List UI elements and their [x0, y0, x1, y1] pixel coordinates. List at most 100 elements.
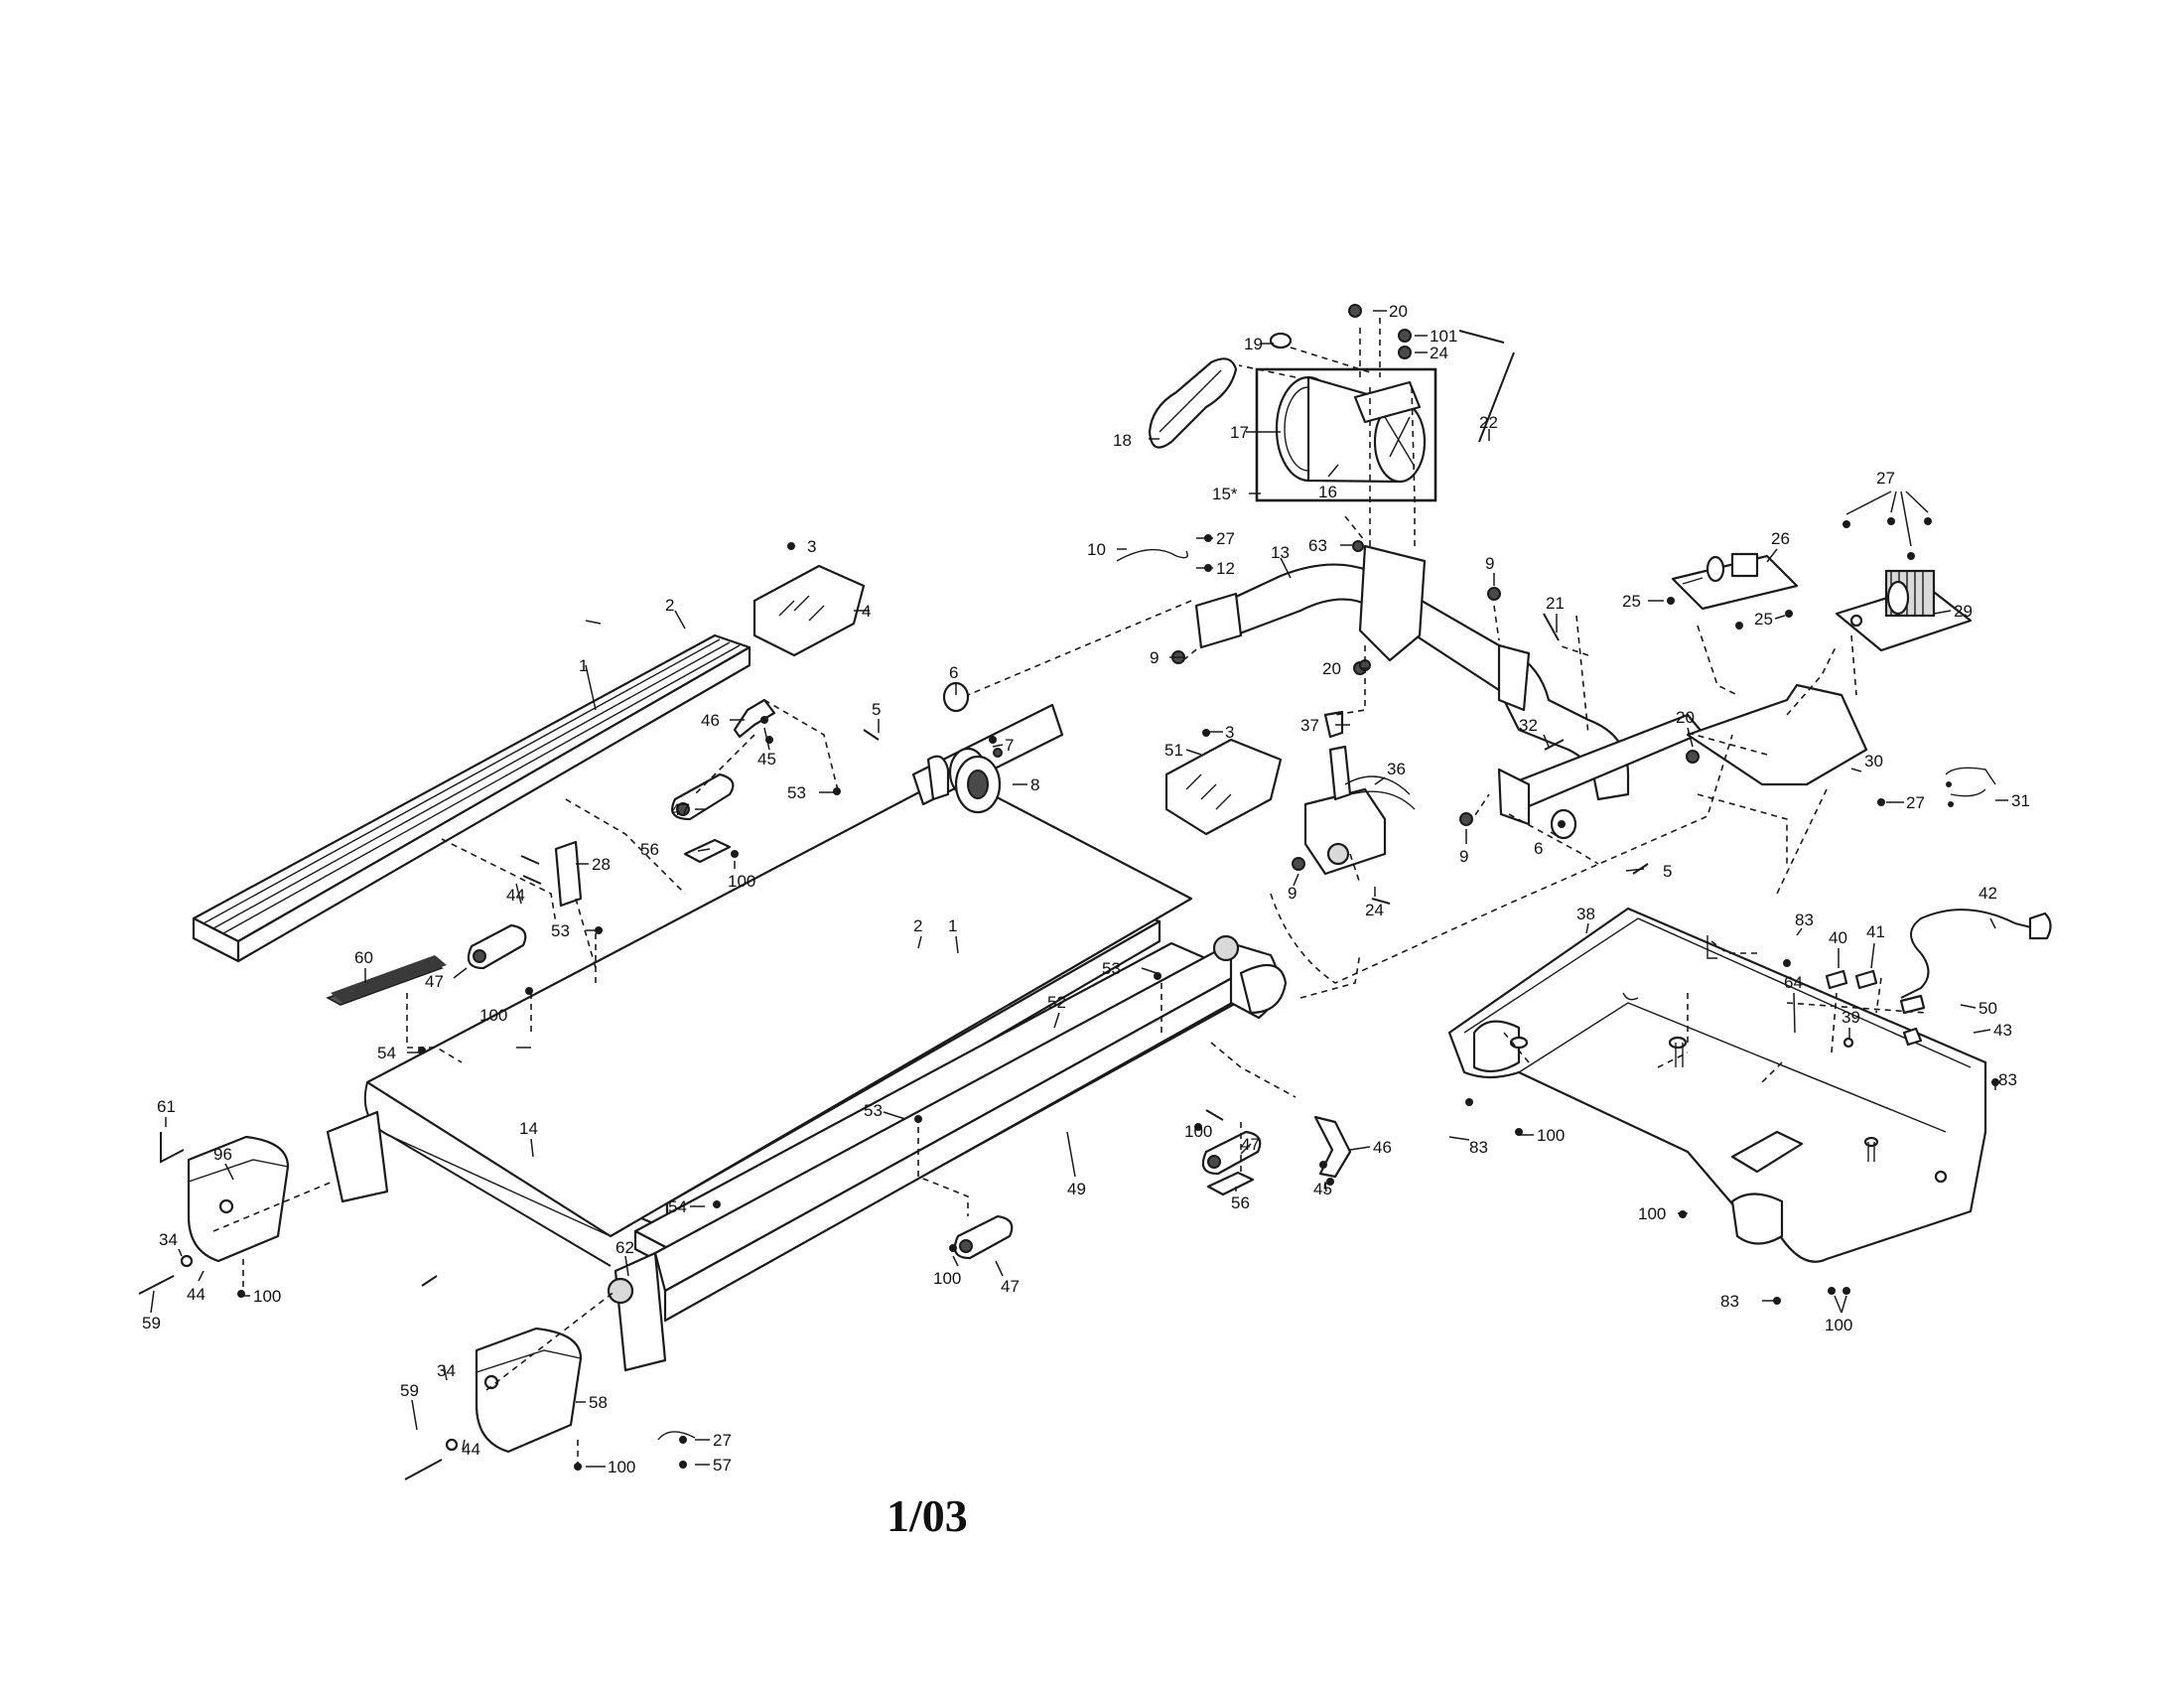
power-cord-42 — [1900, 909, 2052, 999]
callout-labels: 3 4 2 1 20 19 101 24 18 17 22 16 15* 10 … — [142, 302, 2030, 1476]
callout-101: 101 — [1430, 327, 1457, 346]
callout-46: 46 — [1373, 1138, 1392, 1157]
callout-28: 28 — [592, 855, 611, 874]
callout-96: 96 — [213, 1145, 232, 1164]
incline-motor — [1303, 710, 1416, 876]
callout-83: 83 — [1998, 1070, 2017, 1089]
hood-bracket-51 — [1164, 738, 1283, 836]
callout-42: 42 — [1979, 884, 1997, 903]
callout-36: 36 — [1387, 760, 1406, 778]
wire-10 — [1116, 548, 1188, 562]
callout-58: 58 — [589, 1393, 608, 1412]
callout-54: 54 — [377, 1044, 396, 1062]
treadmill-frame — [326, 934, 1288, 1372]
callout-51: 51 — [1164, 741, 1183, 760]
callout-100: 100 — [253, 1287, 281, 1306]
callout-44: 44 — [462, 1440, 480, 1459]
callout-20: 20 — [1676, 708, 1695, 727]
callout-53: 53 — [551, 921, 570, 940]
base-tray — [1447, 907, 1987, 1263]
callout-25: 25 — [1622, 592, 1641, 611]
callout-19: 19 — [1244, 335, 1263, 353]
callout-9: 9 — [1150, 648, 1159, 667]
callout-45: 45 — [1313, 1180, 1332, 1198]
hood-bracket-4 — [752, 564, 866, 657]
callout-17: 17 — [1230, 423, 1249, 442]
callout-15: 15* — [1212, 485, 1238, 503]
callout-47: 47 — [1001, 1277, 1020, 1296]
callout-83: 83 — [1720, 1292, 1739, 1311]
motor-assembly — [1255, 367, 1437, 502]
callout-27: 27 — [1216, 529, 1235, 548]
bracket-46b — [1313, 1115, 1352, 1179]
callout-44: 44 — [506, 886, 525, 905]
callout-100: 100 — [479, 1006, 507, 1025]
callout-100: 100 — [1184, 1122, 1212, 1141]
callout-9: 9 — [1459, 847, 1468, 866]
callout-1: 1 — [948, 916, 957, 935]
callout-34: 34 — [159, 1230, 178, 1249]
callout-5: 5 — [1663, 862, 1672, 881]
callout-49: 49 — [1067, 1180, 1086, 1198]
left-side-rail — [192, 633, 751, 963]
callout-22: 22 — [1479, 413, 1498, 432]
callout-29: 29 — [1954, 602, 1973, 621]
callout-64: 64 — [1784, 973, 1803, 992]
callout-54: 54 — [668, 1197, 687, 1216]
callout-31: 31 — [2011, 791, 2030, 810]
end-cap-96 — [187, 1135, 290, 1263]
shim-56b — [1206, 1171, 1255, 1196]
callout-52: 52 — [1047, 993, 1066, 1012]
callout-9: 9 — [1288, 884, 1297, 903]
callout-5: 5 — [872, 700, 881, 719]
callout-100: 100 — [1537, 1126, 1565, 1145]
callout-27: 27 — [1906, 793, 1925, 812]
callout-39: 39 — [1842, 1008, 1860, 1027]
callout-59: 59 — [142, 1314, 161, 1333]
callout-100: 100 — [728, 872, 755, 891]
latch-28 — [554, 840, 583, 908]
alignment-lines — [212, 318, 1927, 1465]
callout-100: 100 — [1825, 1316, 1852, 1334]
callout-41: 41 — [1866, 922, 1885, 941]
callout-43: 43 — [1993, 1021, 2012, 1040]
callout-47: 47 — [425, 972, 444, 991]
callout-83: 83 — [1795, 911, 1814, 929]
foot-pad-47d — [953, 1214, 1014, 1260]
callout-1: 1 — [579, 656, 588, 675]
callout-40: 40 — [1829, 928, 1847, 947]
drive-belt — [1148, 357, 1238, 449]
callout-2: 2 — [913, 916, 922, 935]
callout-44: 44 — [187, 1285, 205, 1304]
callout-62: 62 — [615, 1238, 634, 1257]
bracket-46a — [733, 698, 776, 739]
callout-34: 34 — [437, 1361, 456, 1380]
callout-53: 53 — [1102, 959, 1121, 978]
allen-wrench-61 — [160, 1132, 185, 1164]
end-cap-58 — [475, 1327, 583, 1454]
callout-53: 53 — [864, 1101, 883, 1120]
callout-45: 45 — [757, 750, 776, 769]
callout-38: 38 — [1576, 905, 1595, 923]
mounting-plate-30 — [1686, 683, 1868, 786]
incline-frame — [1194, 544, 1705, 840]
callout-3: 3 — [807, 537, 816, 556]
callout-4: 4 — [862, 602, 871, 621]
callout-37: 37 — [1300, 716, 1319, 735]
callout-83: 83 — [1469, 1138, 1488, 1157]
callout-30: 30 — [1864, 752, 1883, 771]
callout-56: 56 — [640, 840, 659, 859]
callout-100: 100 — [608, 1458, 635, 1476]
callout-3: 3 — [1225, 723, 1234, 742]
callout-10: 10 — [1087, 540, 1106, 559]
callout-13: 13 — [1271, 543, 1290, 562]
control-board-26 — [1671, 552, 1799, 611]
callout-26: 26 — [1771, 529, 1790, 548]
callout-6: 6 — [949, 663, 958, 682]
callout-27: 27 — [713, 1431, 732, 1450]
callout-60: 60 — [354, 948, 373, 967]
callout-32: 32 — [1519, 716, 1538, 735]
callout-59: 59 — [400, 1381, 419, 1400]
callout-18: 18 — [1113, 431, 1132, 450]
callout-100: 100 — [933, 1269, 961, 1288]
